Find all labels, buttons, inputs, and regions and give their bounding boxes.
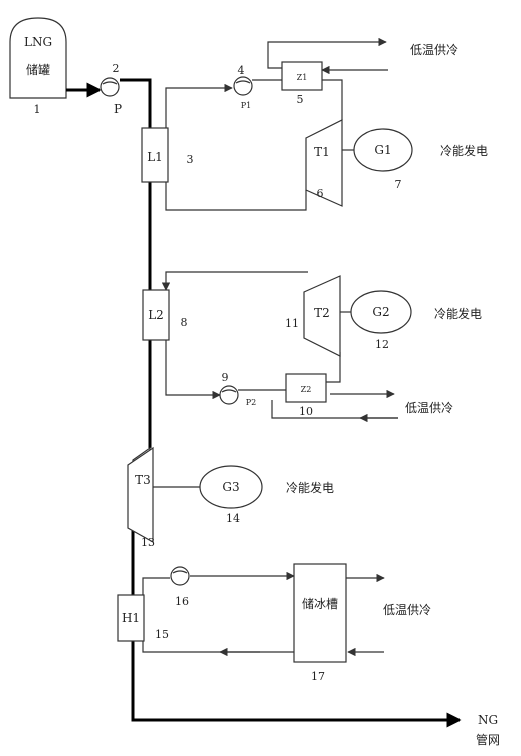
heat-exchanger-h1-label: H1 bbox=[122, 611, 140, 625]
ice-storage-tank bbox=[293, 563, 347, 663]
main-pump-label: P bbox=[114, 102, 122, 116]
ice-storage-number: 17 bbox=[311, 670, 325, 683]
turbine-t1-number: 6 bbox=[317, 187, 324, 200]
ice-storage-label: 储冰槽 bbox=[302, 596, 338, 611]
generator-g3 bbox=[199, 465, 263, 509]
loop-3: H1 15 16 储冰槽 17 低温供冷 bbox=[117, 563, 431, 683]
heat-exchanger-l1-number: 3 bbox=[187, 153, 194, 166]
ng-outlet: NG 管网 bbox=[476, 713, 500, 747]
heat-exchanger-l2 bbox=[142, 289, 170, 341]
loop2-power-text: 冷能发电 bbox=[434, 306, 482, 321]
turbine-t3 bbox=[127, 446, 154, 544]
heat-exchanger-h1 bbox=[117, 594, 145, 642]
loop3-cooling-text: 低温供冷 bbox=[383, 603, 431, 617]
loop1-power-text: 冷能发电 bbox=[440, 143, 488, 158]
generator-g3-number: 14 bbox=[226, 512, 240, 525]
lng-tank-label: LNG bbox=[24, 35, 52, 49]
cooler-z2-label: Z2 bbox=[301, 385, 312, 394]
expander-stage: T3 13 G3 14 冷能发电 bbox=[127, 446, 334, 549]
main-pump: 2 P bbox=[100, 62, 122, 116]
ng-outlet-label-cn: 管网 bbox=[476, 732, 500, 747]
heat-exchanger-l1-label: L1 bbox=[147, 150, 163, 164]
generator-g2-label: G2 bbox=[372, 305, 389, 319]
pump-p2-label: P2 bbox=[246, 398, 256, 407]
generator-g2 bbox=[350, 290, 412, 334]
pump-p1-label: P1 bbox=[241, 101, 251, 110]
loop2-cooling-text: 低温供冷 bbox=[405, 401, 453, 415]
cooler-z1-label: Z1 bbox=[297, 73, 308, 82]
turbine-t2 bbox=[303, 275, 341, 357]
pump-p2-number: 9 bbox=[222, 371, 229, 384]
ng-outlet-label: NG bbox=[478, 713, 498, 727]
heat-exchanger-l2-label: L2 bbox=[148, 308, 164, 322]
lng-tank-label-cn: 储罐 bbox=[26, 62, 50, 77]
turbine-t3-number: 13 bbox=[141, 536, 155, 549]
generator-g2-number: 12 bbox=[375, 338, 389, 351]
generator-g1-number: 7 bbox=[395, 178, 402, 191]
heat-exchanger-l1 bbox=[141, 127, 169, 183]
generator-g1-label: G1 bbox=[374, 143, 391, 157]
main-lng-line bbox=[66, 78, 462, 728]
lng-tank-number: 1 bbox=[34, 103, 41, 116]
generator-g3-label: G3 bbox=[222, 480, 239, 494]
turbine-t1 bbox=[305, 119, 343, 207]
turbine-t2-label: T2 bbox=[314, 306, 330, 320]
cooler-z2-number: 10 bbox=[299, 405, 313, 418]
main-pump-number: 2 bbox=[113, 62, 120, 75]
loop-2: L2 8 T2 11 G2 12 冷能发电 9 P2 Z2 10 低温供冷 bbox=[142, 271, 482, 423]
lng-tank: LNG 储罐 1 bbox=[9, 17, 67, 116]
loop1-cooling-text: 低温供冷 bbox=[410, 43, 458, 57]
pump-16 bbox=[170, 566, 190, 586]
cooler-z2 bbox=[285, 373, 327, 403]
pump-p2 bbox=[219, 385, 239, 405]
pump-16-number: 16 bbox=[175, 595, 189, 608]
cooler-z1 bbox=[281, 61, 323, 91]
generator-g1 bbox=[353, 128, 413, 172]
pump-p1-number: 4 bbox=[238, 64, 245, 77]
loop-1: L1 3 4 P1 Z1 5 低温供冷 T1 6 G1 7 冷能发电 bbox=[141, 37, 488, 211]
heat-exchanger-h1-number: 15 bbox=[155, 628, 169, 641]
turbine-t1-label: T1 bbox=[314, 145, 330, 159]
turbine-t2-number: 11 bbox=[285, 317, 299, 330]
turbine-t3-label: T3 bbox=[135, 473, 151, 487]
heat-exchanger-l2-number: 8 bbox=[181, 316, 188, 329]
cooler-z1-number: 5 bbox=[297, 93, 304, 106]
pump-p1 bbox=[233, 76, 253, 96]
expander-power-text: 冷能发电 bbox=[286, 480, 334, 495]
